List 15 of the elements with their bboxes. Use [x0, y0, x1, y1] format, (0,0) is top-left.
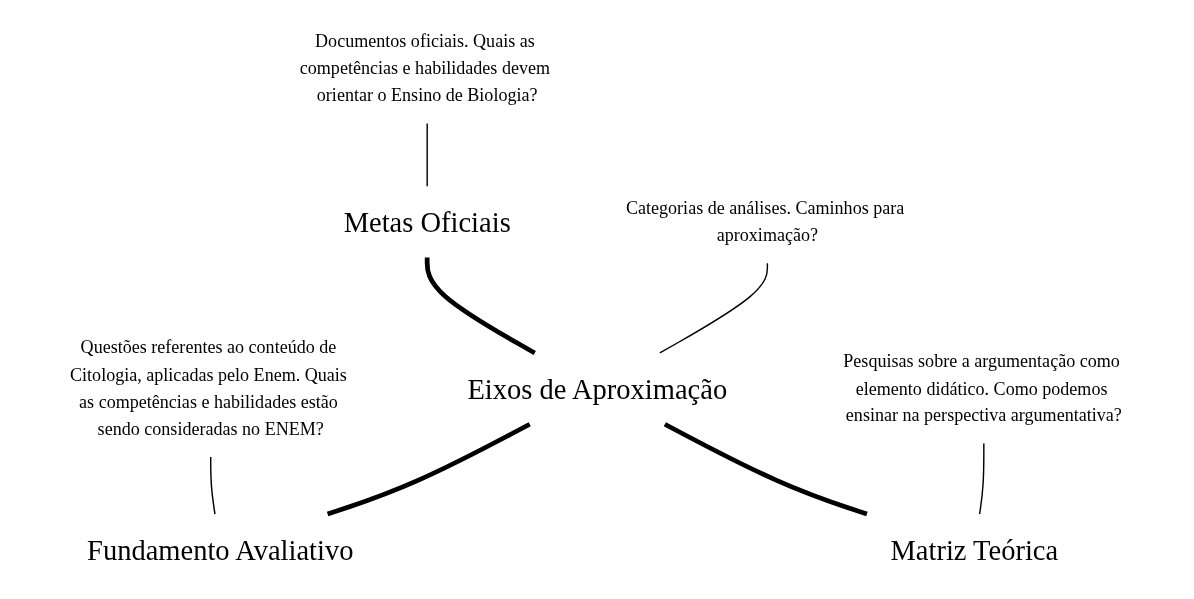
node-text: Metas Oficiais — [343, 206, 511, 238]
connector — [326, 422, 531, 517]
connector — [424, 257, 536, 356]
node-text: Questões referentes ao conteúdo de Citologia, aplicadas pelo Enem. Quais as competências e habilidades estão sendo consideradas no ENEM? — [69, 337, 347, 439]
node-text: Categorias de análises. Caminhos para aproximação? — [625, 197, 905, 245]
node-text: Documentos oficiais. Quais as competências e habilidades devem orientar o Ensino de Biologia? — [299, 30, 550, 105]
connector — [663, 422, 868, 517]
node-text: Eixos de Aproximação — [467, 372, 727, 405]
node-text: Matriz Teórica — [890, 534, 1058, 566]
node-text: Fundamento Avaliativo — [86, 534, 354, 566]
connector — [978, 442, 985, 515]
node-text: Pesquisas sobre a argumentação como elemento didático. Como podemos ensinar na perspectiva argumentativa? — [843, 350, 1122, 425]
connector — [209, 456, 216, 515]
connector — [426, 122, 428, 187]
connector — [658, 262, 768, 354]
